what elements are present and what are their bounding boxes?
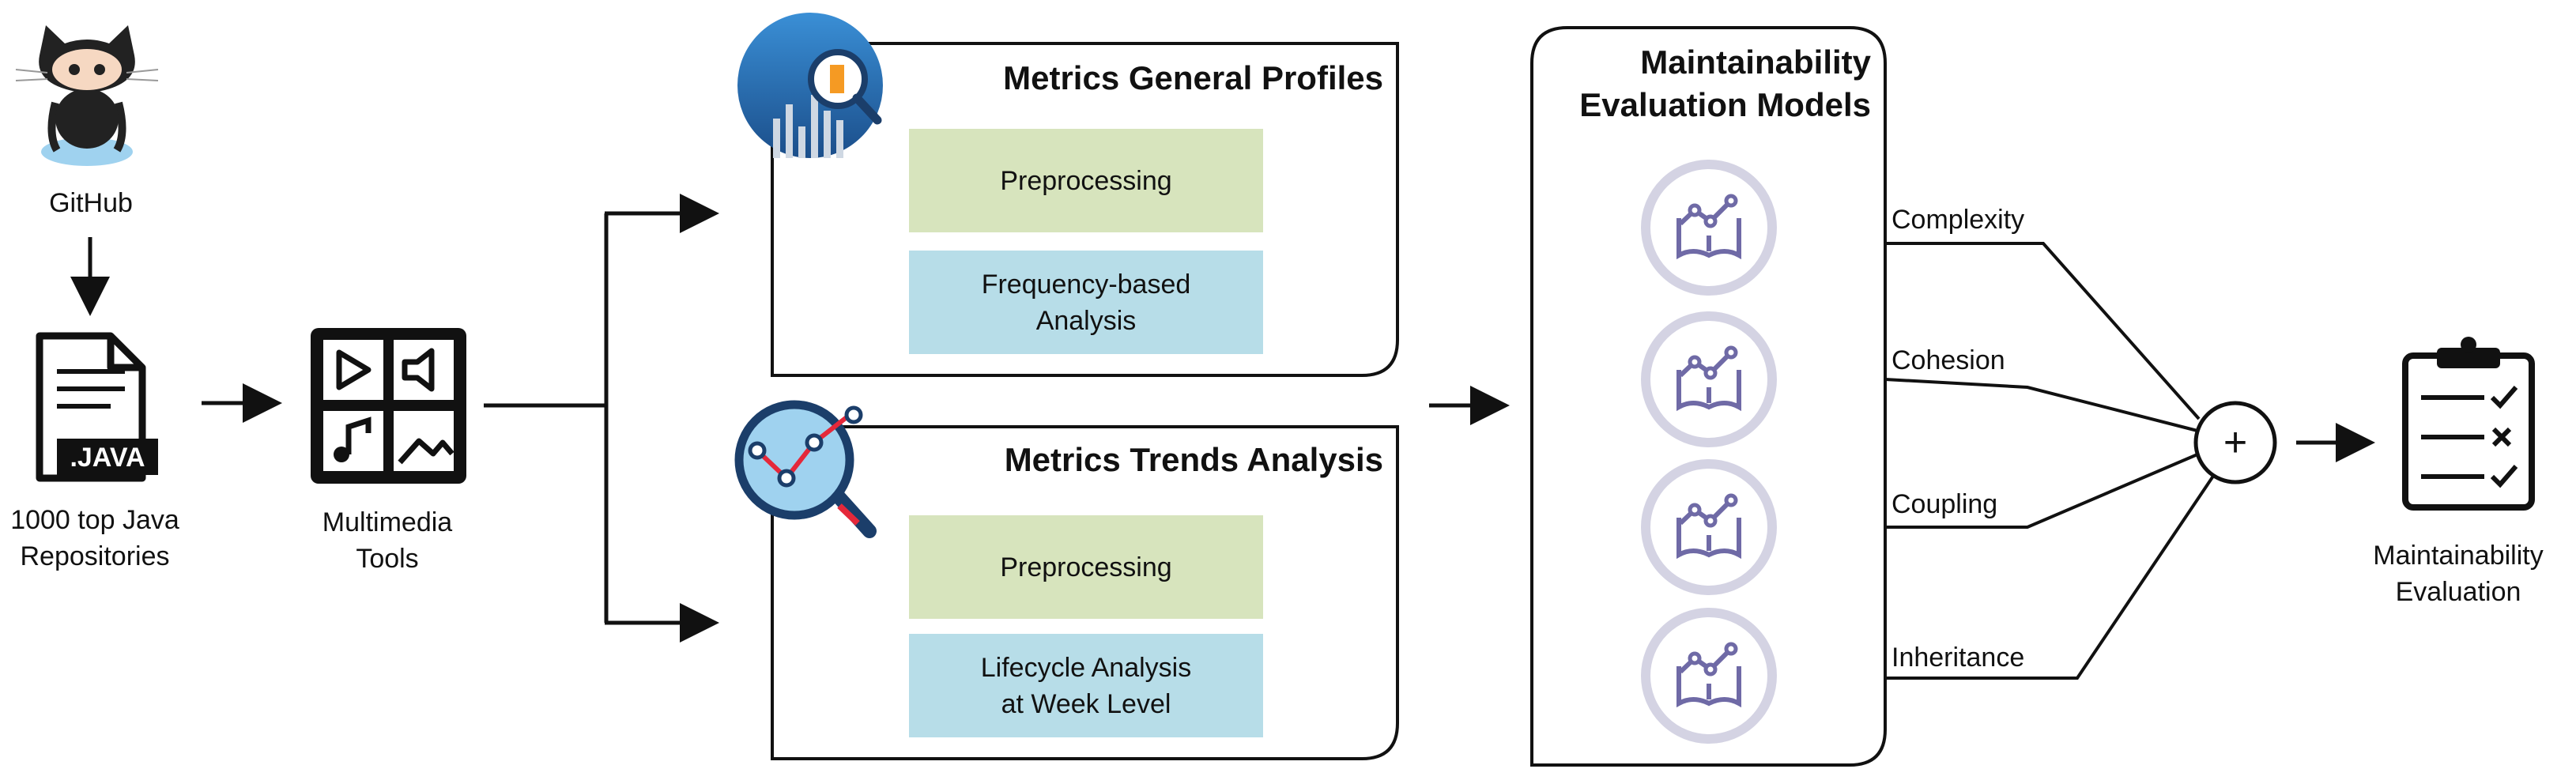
dimension-label-coupling: Coupling	[1891, 489, 1998, 519]
maintainability-evaluation-label-line2: Evaluation	[2395, 577, 2521, 607]
dimension-label-complexity: Complexity	[1891, 205, 2025, 235]
split-connector	[484, 194, 719, 643]
java-badge-text: .JAVA	[70, 443, 145, 473]
dimension-label-inheritance: Inheritance	[1891, 643, 2025, 673]
evaluation-models-title-line1: Maintainability	[1640, 43, 1871, 81]
model-icon-cohesion	[1641, 311, 1777, 447]
multimedia-tools-label-line1: Multimedia	[322, 507, 453, 537]
maintainability-evaluation-label-line1: Maintainability	[2373, 541, 2544, 571]
lifecycle-analysis-label-line2: at Week Level	[1001, 688, 1171, 719]
model-icon-coupling	[1641, 459, 1777, 595]
frequency-analysis-label-line1: Frequency-based	[981, 269, 1191, 300]
model-icon-complexity	[1641, 160, 1777, 296]
frequency-analysis-label-line2: Analysis	[1035, 305, 1137, 336]
trends-analysis-title: Metrics Trends Analysis	[1004, 441, 1383, 478]
general-preprocessing-label: Preprocessing	[1000, 165, 1172, 196]
dimension-wires	[1884, 242, 2219, 680]
github-label: GitHub	[49, 188, 133, 218]
general-profiles-title: Metrics General Profiles	[1003, 59, 1383, 96]
model-icon-inheritance	[1641, 608, 1777, 744]
evaluation-models-title: Maintainability Evaluation Models	[1545, 41, 1871, 126]
clipboard-checklist-icon	[2402, 337, 2535, 511]
repositories-label-line1: 1000 top Java	[10, 505, 179, 535]
trends-preprocessing-stage	[909, 515, 1263, 619]
multimedia-tools-label: Multimedia Tools	[292, 504, 482, 577]
multimedia-tools-label-line2: Tools	[356, 544, 419, 574]
general-preprocessing-stage	[909, 129, 1263, 232]
lifecycle-analysis-stage	[909, 634, 1263, 737]
frequency-analysis-stage	[909, 251, 1263, 354]
repositories-label: 1000 top Java Repositories	[0, 502, 190, 575]
maintainability-evaluation-label: Maintainability Evaluation	[2352, 537, 2565, 610]
combiner-symbol: +	[2223, 420, 2248, 466]
lifecycle-analysis-label: Lifecycle Analysis at Week Level	[909, 634, 1263, 737]
trend-magnifier-icon	[734, 400, 877, 538]
lifecycle-analysis-label-line1: Lifecycle Analysis	[980, 652, 1192, 683]
combiner-node	[2193, 401, 2277, 484]
frequency-analysis-label: Frequency-based Analysis	[909, 251, 1263, 354]
trends-preprocessing-label: Preprocessing	[1000, 552, 1172, 582]
repositories-label-line2: Repositories	[20, 541, 170, 571]
bar-chart-globe-icon	[737, 13, 883, 158]
multimedia-tools-icon	[311, 328, 466, 484]
github-octocat-icon	[15, 25, 159, 166]
evaluation-models-title-line2: Evaluation Models	[1579, 86, 1871, 123]
dimension-label-cohesion: Cohesion	[1891, 345, 2005, 375]
java-file-icon	[36, 332, 158, 482]
